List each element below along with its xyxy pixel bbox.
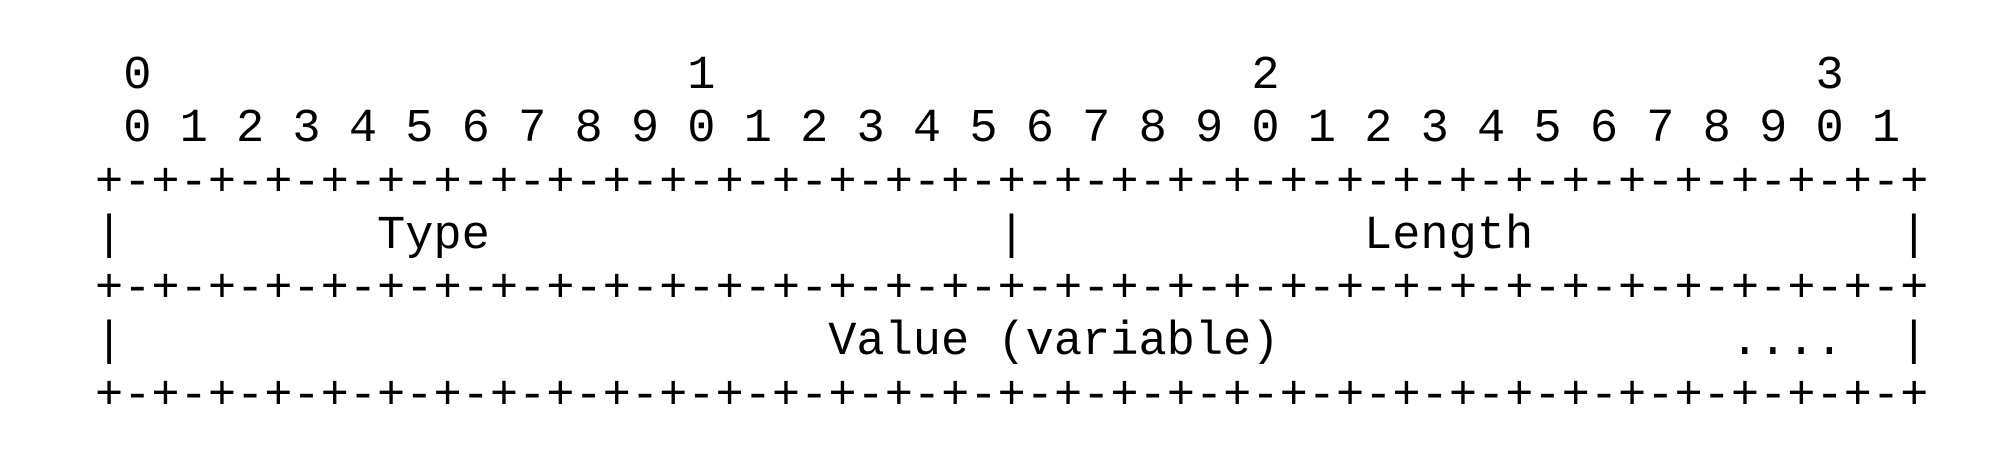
ruler-tens-text: 0 1 2 3: [95, 50, 1844, 103]
field-length: Length: [1364, 209, 1534, 263]
tlv-packet-diagram: 0 1 2 3 0 1 2 3 4 5 6 7 8 9 0 1 2 3 4 5 …: [95, 50, 1928, 423]
field-separator: |: [1899, 316, 1929, 370]
border-bottom: +-+-+-+-+-+-+-+-+-+-+-+-+-+-+-+-+-+-+-+-…: [95, 370, 1928, 423]
bit-ruler-units: 0 1 2 3 4 5 6 7 8 9 0 1 2 3 4 5 6 7 8 9 …: [95, 103, 1928, 156]
row-type-length: | Type | Length |: [95, 210, 1928, 263]
field-separator: |: [95, 209, 124, 263]
row-value: | Value (variable).... |: [95, 316, 1928, 369]
border-middle: +-+-+-+-+-+-+-+-+-+-+-+-+-+-+-+-+-+-+-+-…: [95, 263, 1928, 316]
field-separator: |: [1899, 209, 1929, 263]
field-value-continuation: ....: [1730, 316, 1844, 370]
border-line: +-+-+-+-+-+-+-+-+-+-+-+-+-+-+-+-+-+-+-+-…: [95, 263, 1929, 317]
field-separator: |: [95, 316, 124, 370]
field-value: Value (variable): [828, 316, 1280, 370]
border-line: +-+-+-+-+-+-+-+-+-+-+-+-+-+-+-+-+-+-+-+-…: [95, 369, 1929, 423]
field-separator: |: [997, 209, 1026, 263]
ruler-units-text: 0 1 2 3 4 5 6 7 8 9 0 1 2 3 4 5 6 7 8 9 …: [95, 103, 1901, 157]
bit-ruler-tens: 0 1 2 3: [95, 50, 1928, 103]
border-top: +-+-+-+-+-+-+-+-+-+-+-+-+-+-+-+-+-+-+-+-…: [95, 157, 1928, 210]
field-type: Type: [377, 209, 490, 263]
border-line: +-+-+-+-+-+-+-+-+-+-+-+-+-+-+-+-+-+-+-+-…: [95, 156, 1929, 210]
